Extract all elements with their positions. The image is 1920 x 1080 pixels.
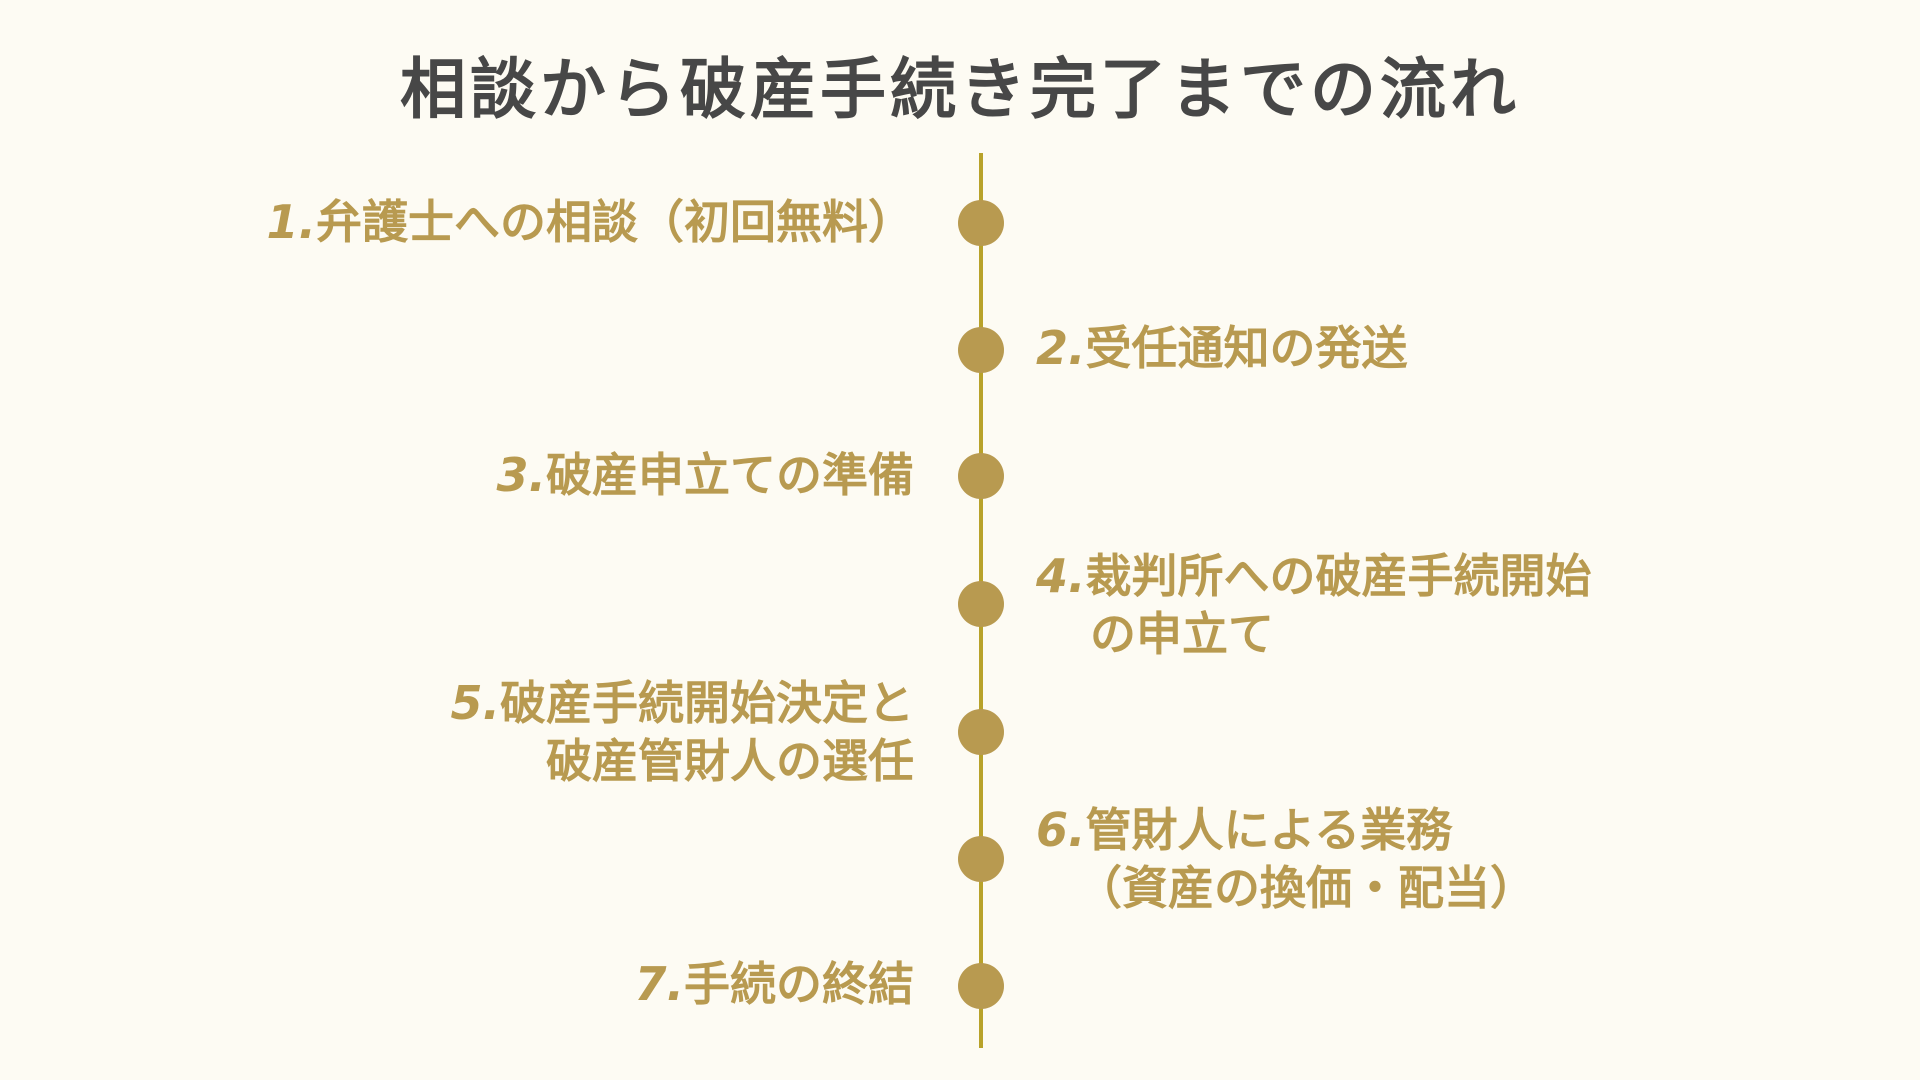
step-7-number: 7.	[634, 957, 684, 1011]
step-1-dot	[958, 200, 1004, 246]
step-2-number: 2.	[1036, 321, 1086, 375]
step-6-number: 6.	[1036, 803, 1086, 857]
step-6-label: 6.管財人による業務 （資産の換価・配当）	[1036, 801, 1536, 917]
step-4-label: 4.裁判所への破産手続開始 の申立て	[1036, 547, 1591, 663]
step-5-text: 破産手続開始決定と	[500, 676, 914, 730]
diagram-title: 相談から破産手続き完了までの流れ	[400, 51, 1520, 128]
step-2-dot	[958, 327, 1004, 373]
step-4-dot	[958, 581, 1004, 627]
step-7-dot	[958, 963, 1004, 1009]
step-3-text: 破産申立ての準備	[546, 448, 914, 502]
step-4-text-line2: の申立て	[1090, 607, 1274, 661]
step-7-label: 7.手続の終結	[635, 955, 914, 1013]
step-6-text: 管財人による業務	[1085, 803, 1453, 857]
step-3-dot	[958, 453, 1004, 499]
step-3-label: 3.破産申立ての準備	[497, 446, 914, 504]
step-6-dot	[958, 836, 1004, 882]
step-7-text: 手続の終結	[684, 957, 914, 1011]
step-2-text: 受任通知の発送	[1085, 321, 1408, 375]
step-3-number: 3.	[496, 448, 546, 502]
step-4-text: 裁判所への破産手続開始	[1085, 549, 1592, 603]
step-5-dot	[958, 709, 1004, 755]
step-1-label: 1.弁護士への相談（初回無料）	[267, 193, 914, 251]
step-5-label: 5.破産手続開始決定と 破産管財人の選任	[451, 674, 914, 790]
step-2-label: 2.受任通知の発送	[1036, 319, 1407, 377]
step-6-text-line2: （資産の換価・配当）	[1076, 861, 1536, 915]
step-1-number: 1.	[266, 195, 316, 249]
step-1-text: 弁護士への相談（初回無料）	[316, 195, 914, 249]
step-5-number: 5.	[450, 676, 500, 730]
step-5-text-line2: 破産管財人の選任	[546, 734, 914, 788]
step-4-number: 4.	[1036, 549, 1086, 603]
